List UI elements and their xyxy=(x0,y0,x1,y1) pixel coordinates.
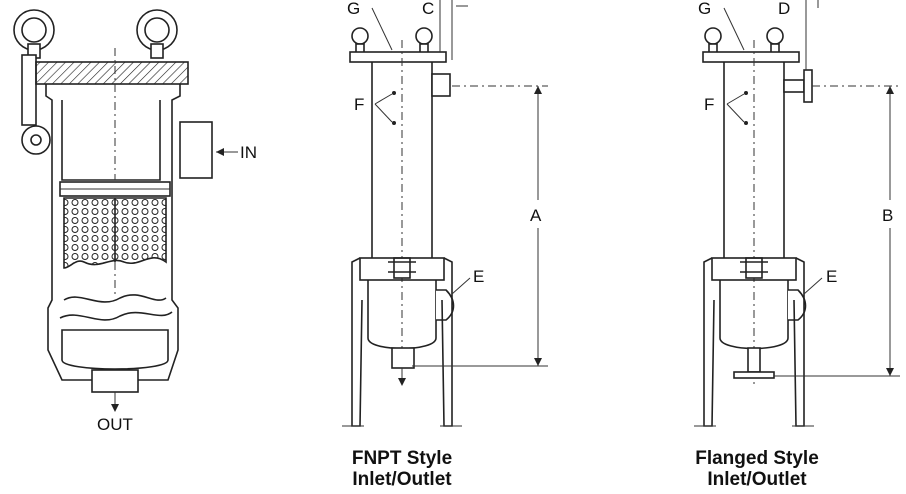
flanged-caption-line1: Flanged Style xyxy=(695,448,819,469)
label-e-fnpt: E xyxy=(473,267,484,286)
flanged-view: G D F E B xyxy=(694,0,900,427)
flanged-caption: Flanged Style Inlet/Outlet xyxy=(672,448,842,490)
side-clamp xyxy=(21,54,37,126)
inlet-label: IN xyxy=(240,143,257,162)
flanged-drain-e xyxy=(788,289,807,321)
label-d: D xyxy=(778,0,790,18)
fnpt-view: G C F E A xyxy=(342,0,548,427)
label-e-flanged: E xyxy=(826,267,837,286)
label-b: B xyxy=(882,206,893,225)
flanged-outlet xyxy=(733,371,775,379)
label-f-flanged: F xyxy=(704,95,714,114)
fnpt-caption: FNPT Style Inlet/Outlet xyxy=(322,448,482,490)
outlet-label: OUT xyxy=(97,415,133,434)
cutaway-view: IN OUT xyxy=(13,9,257,434)
fnpt-caption-line1: FNPT Style xyxy=(351,448,453,469)
label-g-fnpt: G xyxy=(347,0,360,18)
fnpt-caption-line2: Inlet/Outlet xyxy=(352,469,452,490)
flanged-caption-line2: Inlet/Outlet xyxy=(707,469,807,490)
fnpt-outlet xyxy=(391,347,415,369)
eye-bolt-left xyxy=(13,9,55,59)
label-c: C xyxy=(422,0,434,18)
fnpt-inlet xyxy=(431,73,451,97)
flanged-inlet xyxy=(803,69,813,103)
label-g-flanged: G xyxy=(698,0,711,18)
inlet-port xyxy=(179,121,213,179)
outlet-port xyxy=(91,369,139,393)
hinge xyxy=(21,125,51,155)
eye-bolt-right xyxy=(136,9,178,59)
label-a: A xyxy=(530,206,542,225)
fnpt-drain-e xyxy=(436,289,455,321)
cover-lid xyxy=(35,61,189,85)
label-f-fnpt: F xyxy=(354,95,364,114)
fnpt-cover xyxy=(349,51,447,63)
flanged-cover xyxy=(702,51,800,63)
